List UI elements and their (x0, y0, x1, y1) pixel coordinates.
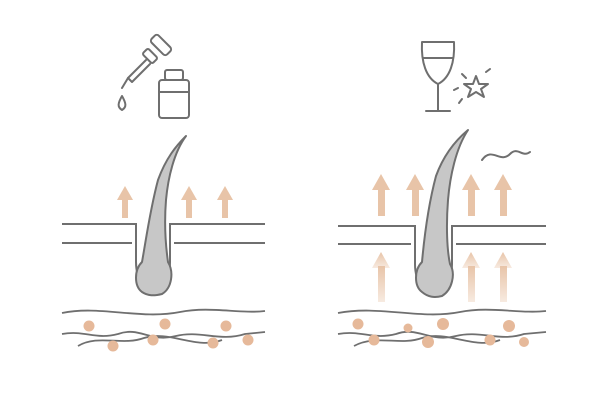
right-panel (337, 41, 547, 348)
left-arrows-above (117, 186, 233, 218)
sparkle-star-icon (453, 68, 491, 104)
right-arrows-below (372, 252, 512, 302)
dropper-icon (121, 33, 173, 89)
up-arrow (494, 252, 512, 302)
up-arrow (217, 186, 233, 218)
left-panel (61, 33, 266, 352)
right-particles (352, 318, 529, 348)
up-arrow (494, 174, 512, 216)
bottle-icon (158, 69, 190, 119)
up-arrow (181, 186, 197, 218)
up-arrow (462, 174, 480, 216)
up-arrow (372, 252, 390, 302)
up-arrow (406, 174, 424, 216)
right-arrows-above (372, 174, 512, 216)
right-hair-follicle (415, 129, 469, 298)
left-particles (83, 318, 254, 352)
drop-icon (117, 95, 127, 111)
wine-glass-icon (420, 41, 456, 112)
up-arrow (462, 252, 480, 302)
up-arrow (117, 186, 133, 218)
left-hair-follicle (135, 135, 187, 297)
wave-icon (481, 150, 531, 161)
up-arrow (372, 174, 390, 216)
